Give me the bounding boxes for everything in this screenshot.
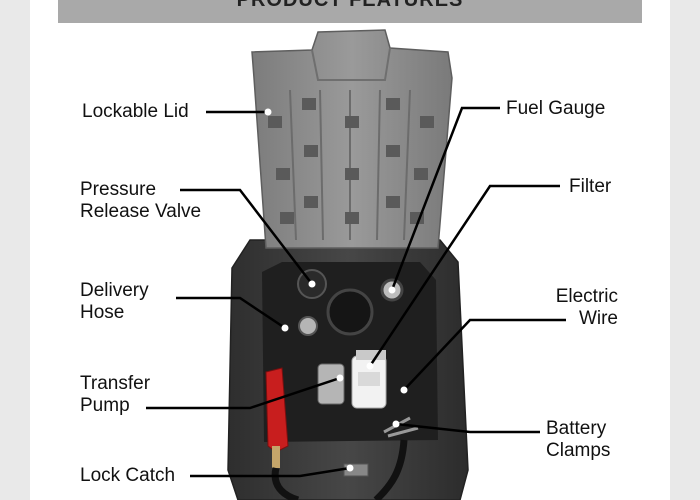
label-lockable-lid: Lockable Lid bbox=[82, 101, 189, 122]
label-delivery-hose: Delivery Hose bbox=[80, 280, 149, 324]
banner-title: PRODUCT FEATURES bbox=[236, 0, 464, 11]
label-pressure-line1: Pressure bbox=[80, 179, 157, 200]
label-battery-line1: Battery bbox=[546, 418, 607, 439]
leader-delivery-hose bbox=[176, 296, 286, 330]
label-delivery-line2: Hose bbox=[80, 302, 125, 323]
leader-electric-wire bbox=[403, 318, 566, 391]
label-transfer-pump: Transfer Pump bbox=[80, 373, 150, 417]
leader-battery-clamps bbox=[395, 422, 540, 434]
leader-filter bbox=[368, 184, 560, 367]
tank-cavity bbox=[262, 262, 438, 442]
leader-lines bbox=[146, 106, 566, 478]
label-fuel-gauge: Fuel Gauge bbox=[506, 98, 606, 119]
delivery-hose bbox=[271, 467, 300, 500]
filter-label bbox=[358, 372, 380, 386]
label-transfer-line1: Transfer bbox=[80, 373, 151, 394]
lid bbox=[251, 29, 453, 249]
leader-lock-catch bbox=[190, 466, 351, 478]
label-battery-line2: Clamps bbox=[546, 440, 611, 461]
leader-transfer-pump bbox=[146, 376, 341, 410]
label-pressure-release-valve: Pressure Release Valve bbox=[80, 179, 201, 223]
label-electric-line2: Wire bbox=[578, 308, 618, 329]
filter-head bbox=[356, 350, 386, 360]
product-banner: PRODUCT FEATURES bbox=[58, 0, 642, 23]
red-nozzle bbox=[265, 367, 289, 453]
label-filter: Filter bbox=[569, 176, 612, 197]
nozzle-spout bbox=[272, 446, 280, 468]
lid-ribs bbox=[289, 89, 411, 241]
leader-fuel-gauge bbox=[390, 106, 500, 291]
label-pressure-line2: Release Valve bbox=[80, 201, 202, 222]
lid-top-ridge bbox=[311, 47, 391, 81]
label-transfer-line2: Pump bbox=[80, 395, 130, 416]
hose-fitting bbox=[298, 316, 318, 336]
main-port bbox=[326, 288, 374, 336]
pump-motor bbox=[317, 363, 345, 405]
label-electric-line1: Electric bbox=[555, 286, 618, 307]
leader-dots bbox=[264, 108, 408, 472]
label-electric-wire: Electric Wire bbox=[530, 286, 618, 330]
lid-slots bbox=[268, 98, 434, 224]
label-lock-catch: Lock Catch bbox=[80, 465, 176, 486]
label-delivery-line1: Delivery bbox=[80, 280, 149, 301]
leader-pressure-valve bbox=[180, 188, 313, 285]
label-battery-clamps: Battery Clamps bbox=[546, 418, 610, 462]
return-hose bbox=[373, 439, 408, 500]
